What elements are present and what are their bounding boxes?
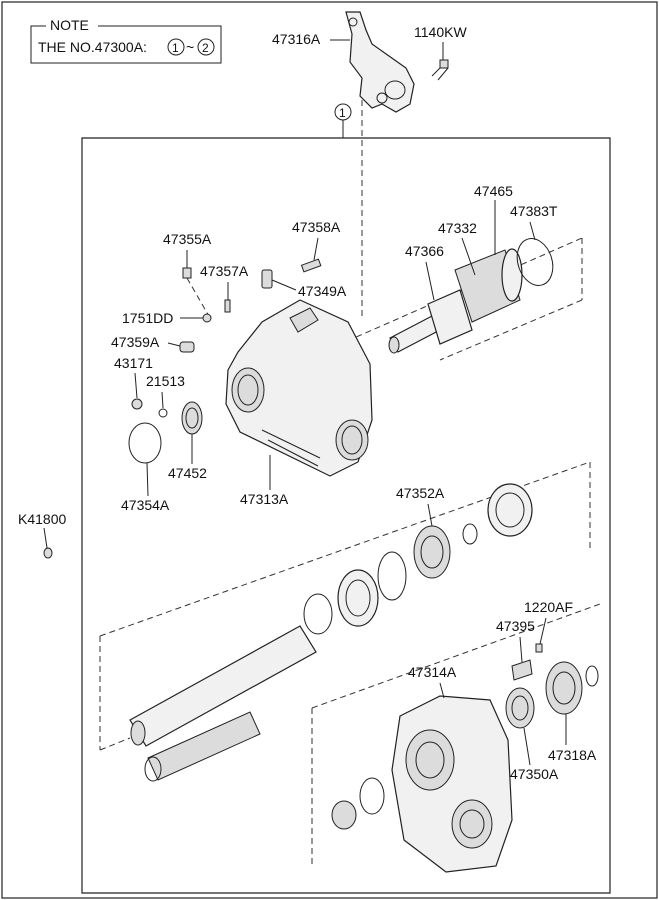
- label-47358A: 47358A: [292, 219, 341, 235]
- note-box: NOTE THE NO.47300A: 1 ~ 2: [30, 17, 222, 64]
- label-1751DD: 1751DD: [122, 310, 173, 326]
- label-47332: 47332: [438, 220, 477, 236]
- label-47352A: 47352A: [396, 485, 445, 501]
- label-47366: 47366: [405, 243, 444, 259]
- bolt-1140KW: [431, 59, 449, 81]
- front-case-part: [225, 299, 373, 477]
- note-range-start: 1: [172, 41, 179, 55]
- small-parts-cluster: [128, 258, 322, 464]
- label-47314A: 47314A: [408, 664, 457, 680]
- group-marker: 1: [334, 103, 352, 138]
- group-marker-number: 1: [339, 106, 346, 120]
- k41800-part: [43, 547, 53, 559]
- label-47465: 47465: [474, 183, 513, 199]
- upper-shaft-assembly: [337, 237, 583, 361]
- note-text: THE NO.47300A:: [38, 39, 147, 55]
- label-47313A: 47313A: [240, 491, 289, 507]
- note-range-end: 2: [202, 41, 209, 55]
- label-47395: 47395: [496, 618, 535, 634]
- label-47316A: 47316A: [272, 31, 321, 47]
- label-43171: 43171: [114, 355, 153, 371]
- note-range-sep: ~: [186, 39, 194, 55]
- middle-shaft-assembly: [99, 461, 591, 782]
- label-47349A: 47349A: [298, 283, 347, 299]
- label-47357A: 47357A: [200, 263, 249, 279]
- label-47354A: 47354A: [121, 497, 170, 513]
- assembly-box: [81, 137, 611, 894]
- label-47383T: 47383T: [510, 203, 558, 219]
- label-1220AF: 1220AF: [524, 599, 573, 615]
- bracket-part: [345, 11, 415, 320]
- label-21513: 21513: [146, 373, 185, 389]
- label-K41800: K41800: [18, 511, 66, 527]
- label-47359A: 47359A: [111, 334, 160, 350]
- rear-case-assembly: [311, 603, 601, 873]
- label-47355A: 47355A: [163, 231, 212, 247]
- label-47452: 47452: [168, 465, 207, 481]
- note-title: NOTE: [50, 17, 89, 33]
- label-47350A: 47350A: [510, 766, 559, 782]
- label-1140KW: 1140KW: [414, 24, 467, 40]
- label-47318A: 47318A: [548, 747, 597, 763]
